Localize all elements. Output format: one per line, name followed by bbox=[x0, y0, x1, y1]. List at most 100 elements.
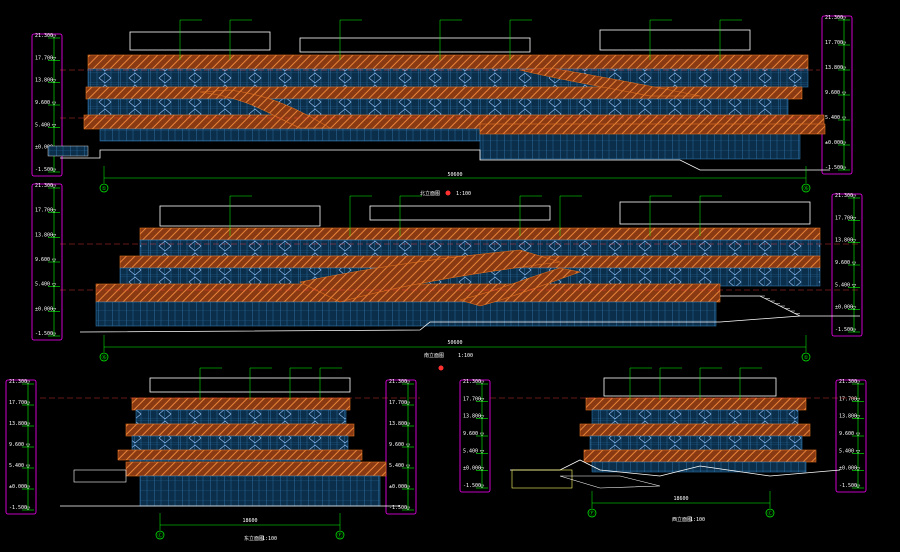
elevation-middle: 21.30017.70013.8009.6005.400±0.000-1.500… bbox=[31, 183, 863, 371]
scale-label: 1:100 bbox=[262, 536, 277, 542]
level-label: -1.500 bbox=[35, 331, 53, 337]
level-label: 5.400 bbox=[35, 282, 50, 288]
sweeping-ramp bbox=[519, 67, 701, 97]
level-marker-icon bbox=[855, 398, 861, 402]
level-marker-icon bbox=[851, 261, 857, 266]
overall-dimension: 50600 bbox=[447, 340, 462, 346]
level-marker-icon bbox=[405, 401, 411, 406]
level-label: 21.300 bbox=[35, 33, 53, 39]
level-marker-icon bbox=[841, 66, 847, 71]
facade-band bbox=[95, 283, 721, 303]
axis-label: Ⓕ bbox=[337, 532, 342, 539]
glazing-panel bbox=[139, 239, 821, 257]
scale-label: 1:100 bbox=[456, 191, 471, 197]
roof-parapet bbox=[369, 205, 551, 221]
level-marker-icon bbox=[51, 101, 57, 106]
level-label: ±0.000 bbox=[35, 306, 53, 312]
level-marker-icon bbox=[51, 332, 57, 337]
level-label: 21.300 bbox=[9, 379, 27, 385]
level-label: 9.600 bbox=[839, 431, 854, 437]
facade-band bbox=[117, 449, 363, 461]
level-label: 5.400 bbox=[839, 448, 854, 454]
level-marker-icon bbox=[25, 422, 31, 427]
level-marker-icon bbox=[405, 464, 411, 469]
ramp-plinth bbox=[559, 475, 661, 489]
level-label: 17.700 bbox=[839, 396, 857, 402]
level-label: 13.800 bbox=[835, 238, 853, 244]
axis-label: ① bbox=[102, 186, 107, 192]
level-marker-icon bbox=[51, 258, 57, 263]
level-marker-icon bbox=[51, 79, 57, 84]
level-marker-icon bbox=[51, 34, 57, 39]
facade-band bbox=[479, 123, 826, 135]
level-label: 17.700 bbox=[825, 40, 843, 46]
level-marker-icon bbox=[841, 16, 847, 21]
level-label: 9.600 bbox=[35, 100, 50, 106]
level-marker-icon bbox=[855, 484, 861, 489]
level-label: 13.800 bbox=[825, 65, 843, 71]
level-label: 17.700 bbox=[35, 55, 53, 61]
glazing-panel bbox=[589, 435, 803, 451]
level-marker-icon bbox=[855, 432, 861, 437]
marker-icon bbox=[438, 365, 444, 371]
facade-band bbox=[139, 227, 821, 241]
level-label: 5.400 bbox=[463, 448, 478, 454]
level-marker-icon bbox=[405, 380, 411, 385]
level-marker-icon bbox=[851, 217, 857, 221]
north-marker-icon bbox=[445, 190, 451, 196]
level-label: 9.600 bbox=[825, 90, 840, 96]
level-label: 17.700 bbox=[9, 400, 27, 406]
elevation-title: 北立面图 bbox=[420, 190, 440, 197]
facade-band bbox=[131, 397, 351, 411]
level-marker-icon bbox=[25, 443, 31, 448]
axis-label: ① bbox=[804, 355, 809, 361]
level-frame bbox=[821, 15, 853, 175]
glazing-panel bbox=[131, 435, 349, 451]
facade-band bbox=[85, 86, 803, 100]
level-marker-icon bbox=[51, 184, 57, 189]
axis-bubble bbox=[587, 508, 597, 518]
level-label: 17.700 bbox=[35, 208, 53, 214]
level-marker-icon bbox=[851, 284, 857, 288]
canopy bbox=[73, 469, 127, 483]
roof-parapet bbox=[129, 31, 271, 51]
entry-steps bbox=[47, 145, 89, 157]
level-marker-icon bbox=[851, 194, 857, 199]
sweeping-ramp bbox=[199, 89, 332, 129]
level-marker-icon bbox=[855, 415, 861, 420]
level-label: ±0.000 bbox=[9, 484, 27, 490]
roof-parapet bbox=[603, 377, 777, 397]
roof-parapet bbox=[299, 37, 531, 53]
level-label: 13.800 bbox=[9, 421, 27, 427]
level-frame bbox=[31, 183, 63, 341]
level-marker-icon bbox=[405, 422, 411, 427]
level-marker-icon bbox=[841, 141, 847, 146]
level-frame bbox=[835, 379, 867, 493]
level-label: ±0.000 bbox=[463, 466, 481, 472]
level-frame bbox=[5, 379, 37, 515]
level-label: 5.400 bbox=[9, 463, 24, 469]
level-marker-icon bbox=[405, 443, 411, 448]
level-label: 5.400 bbox=[835, 282, 850, 288]
level-label: 21.300 bbox=[825, 15, 843, 21]
level-marker-icon bbox=[25, 380, 31, 385]
level-label: 5.400 bbox=[35, 122, 50, 128]
level-frame bbox=[385, 379, 417, 515]
elevation-bottom-left: 21.300 17.700 13.800 9.600 5.400 ±0.000 -1.500… bbox=[5, 367, 420, 542]
glazing-panel bbox=[99, 128, 481, 142]
level-label: -1.500 bbox=[825, 165, 843, 171]
facade-band bbox=[579, 423, 811, 437]
level-label: -1.500 bbox=[835, 327, 853, 333]
level-marker-icon bbox=[51, 234, 57, 238]
level-label: 13.800 bbox=[35, 232, 53, 238]
level-marker-icon bbox=[25, 401, 31, 406]
level-label: -1.500 bbox=[9, 505, 27, 511]
facade-band bbox=[87, 54, 809, 70]
level-label: 9.600 bbox=[9, 442, 24, 448]
level-marker-icon bbox=[51, 124, 57, 128]
level-label: ±0.000 bbox=[825, 140, 843, 146]
level-label: ±0.000 bbox=[35, 145, 53, 151]
glazing-panel bbox=[87, 68, 809, 88]
